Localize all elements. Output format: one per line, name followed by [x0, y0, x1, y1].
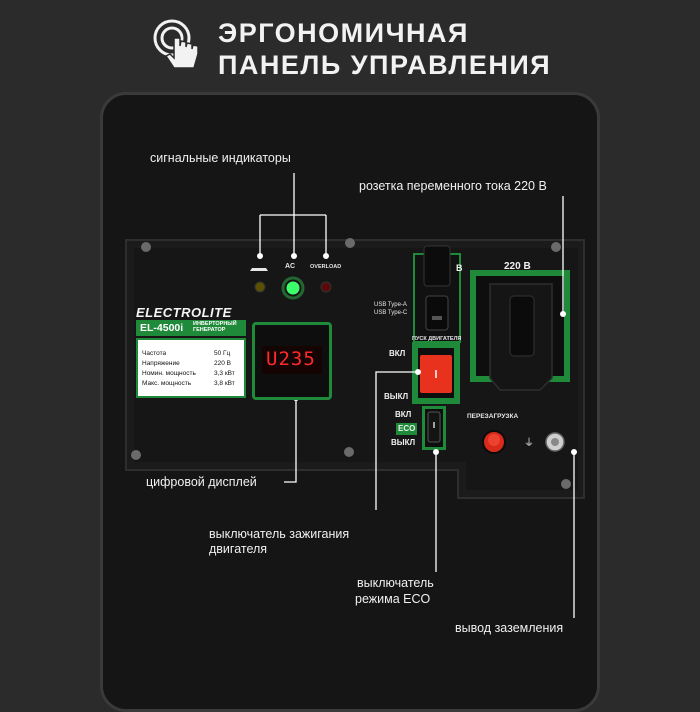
display-value: U235 — [266, 348, 316, 370]
label-eco-2: режима ECO — [355, 592, 431, 606]
usb-a-label: USB Type-A — [374, 302, 407, 308]
label-display: цифровой дисплей — [146, 475, 257, 489]
page-title-line2: ПАНЕЛЬ УПРАВЛЕНИЯ — [218, 50, 552, 80]
indicator-overload-label: OVERLOAD — [310, 264, 342, 270]
socket-label: 220 В — [504, 261, 531, 272]
brand-logo: ELECTROLITE — [136, 305, 232, 320]
label-ac-socket: розетка переменного тока 220 В — [359, 179, 547, 193]
spec-name: Макс. мощность — [142, 380, 192, 387]
usb-c-label: USB Type-C — [374, 310, 408, 316]
label-ground: вывод заземления — [455, 621, 564, 635]
spec-name: Частота — [142, 350, 167, 357]
indicator-ac-label: AC — [285, 263, 296, 270]
label-indicators: сигнальные индикаторы — [150, 151, 291, 165]
label-ignition-2: двигателя — [209, 542, 268, 556]
label-ignition-1: выключатель зажигания — [209, 527, 350, 541]
eco-label: ECO — [396, 423, 418, 435]
start-label: ПУСК ДВИГАТЕЛЯ — [412, 336, 462, 342]
generator-type: ИНВЕРТОРНЫЙ ГЕНЕРАТОР — [193, 321, 237, 333]
model-bar — [136, 320, 246, 336]
ignition-on-label: ВКЛ — [389, 349, 406, 358]
spec-name: Напряжение — [142, 360, 180, 367]
spec-box — [136, 338, 246, 398]
eco-on-label: ВКЛ — [395, 410, 412, 419]
spec-value: 220 В — [214, 360, 231, 367]
reset-label: ПЕРЕЗАГРУЗКА — [467, 413, 519, 420]
eco-off-label: ВЫКЛ — [391, 438, 416, 447]
model-name: EL-4500i — [140, 322, 184, 334]
socket-partial-label: В — [456, 263, 463, 273]
page-title-line1: ЭРГОНОМИЧНАЯ — [218, 18, 469, 48]
digital-display — [262, 346, 322, 374]
label-eco-1: выключатель — [357, 576, 434, 590]
spec-value: 3,3 кВт — [214, 370, 235, 377]
touch-hand-icon — [153, 19, 199, 69]
ignition-off-label: ВЫКЛ — [384, 392, 409, 401]
spec-value: 3,8 кВт — [214, 380, 235, 387]
spec-name: Номин. мощность — [142, 370, 196, 377]
spec-value: 50 Гц — [214, 350, 231, 357]
